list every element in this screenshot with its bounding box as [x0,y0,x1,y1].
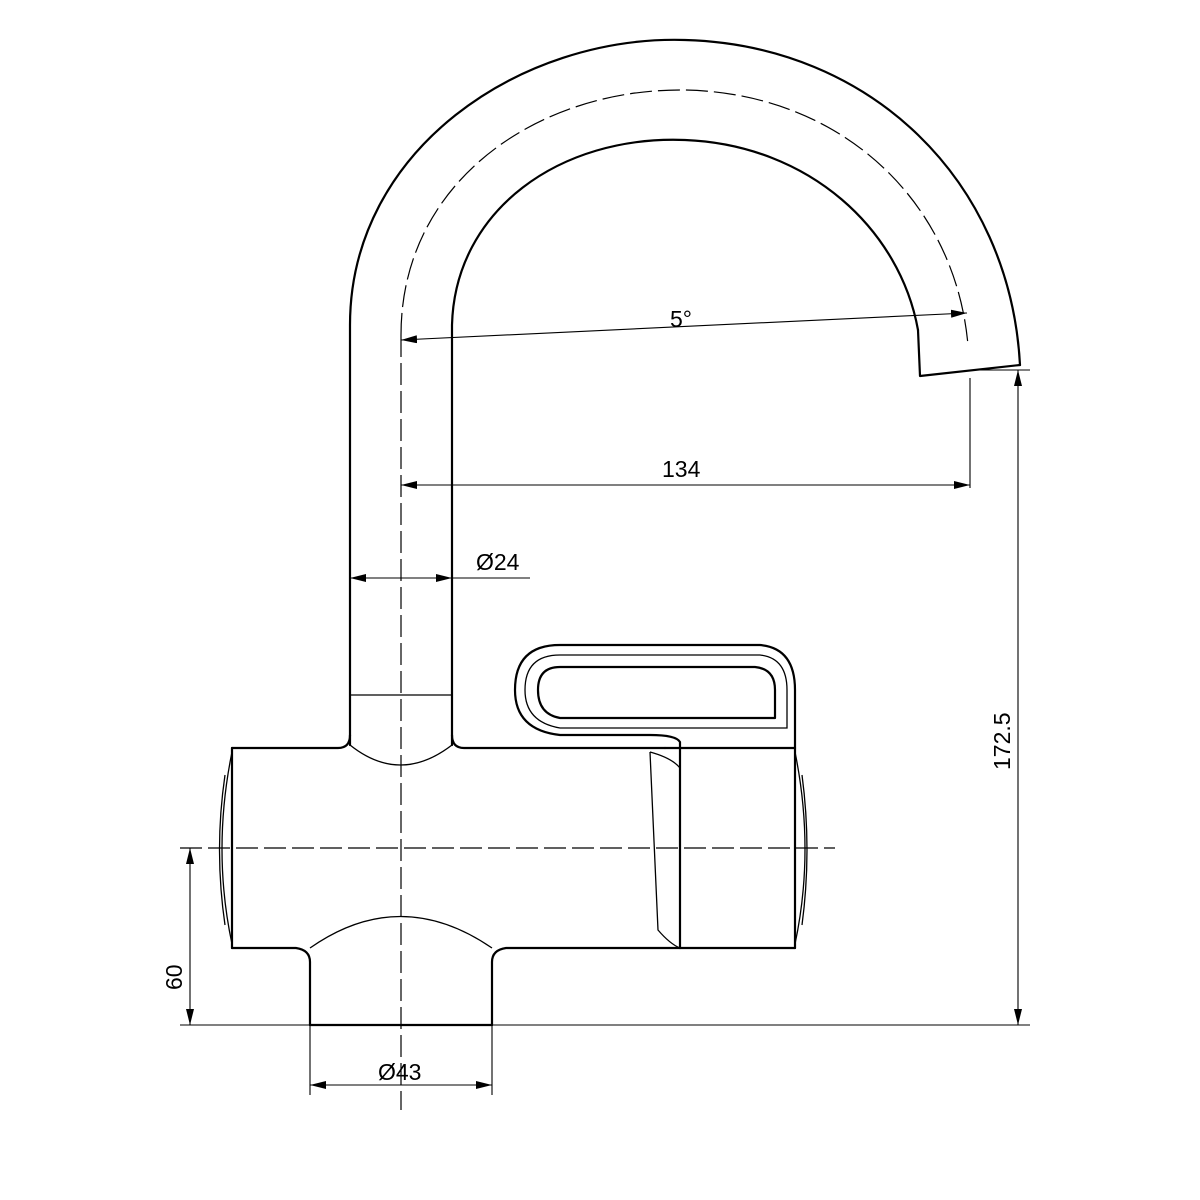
body-bottom-left [230,946,312,1027]
cartridge-taper [649,751,681,949]
reach-dimension-label: 134 [662,456,701,482]
left-end-cap [221,751,233,945]
lever-handle-outer [513,643,797,750]
spout-outer-edge [348,38,1022,747]
lever-handle-inner [524,654,788,729]
height-dimension-label: 172.5 [989,712,1015,770]
lever-handle-slot [536,665,777,720]
body-height-dimension-label: 60 [161,964,187,990]
centerlines [180,335,835,1110]
spout-centerline [400,89,969,346]
spout-tip [916,328,1022,378]
body-top-edge-right [450,733,667,750]
base-diameter-label: Ø43 [378,1059,421,1085]
left-end-cap-inner [218,774,226,926]
dimensions: 5° 134 Ø24 172.5 60 Ø43 [161,306,1030,1095]
angle-dimension-line [400,309,968,344]
right-end-cap [794,751,806,945]
faucet-outline [218,38,1022,1027]
angle-dimension-label: 5° [670,306,692,332]
pipe-diameter-label: Ø24 [476,549,520,575]
spout-inner-edge [450,138,920,747]
body-bottom-right [490,946,682,1027]
body-top-edge [230,733,352,750]
right-end-cap-inner [801,774,808,926]
